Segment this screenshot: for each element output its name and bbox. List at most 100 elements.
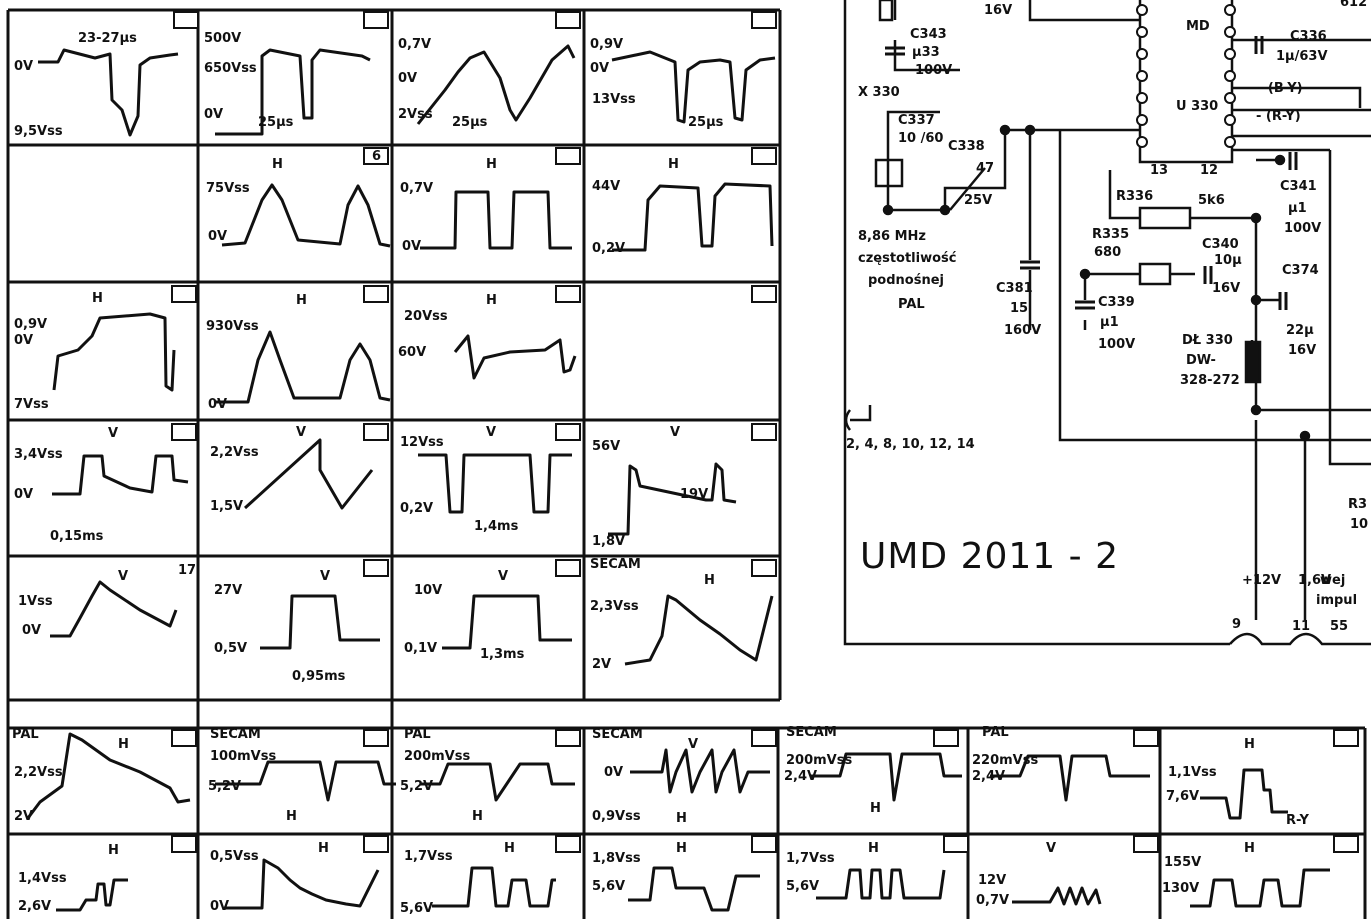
- waveform-label: 7,6V: [1166, 789, 1199, 804]
- panel-number-tab: [751, 423, 777, 441]
- waveform-trace: [453, 334, 577, 380]
- schematic-label: C381: [996, 281, 1033, 296]
- junction-dot: [1250, 404, 1262, 416]
- waveform-label: 0,5V: [214, 641, 247, 656]
- waveform-label: 1Vss: [18, 594, 53, 609]
- schematic-label: 47: [976, 161, 994, 176]
- waveform-label: 5,2V: [208, 779, 241, 794]
- schematic-label: 16V: [1212, 281, 1240, 296]
- panel-number-tab: [173, 11, 199, 29]
- panel-number-tab: [555, 423, 581, 441]
- panel-number-tab: [363, 285, 389, 303]
- waveform-label: 2V: [592, 657, 611, 672]
- waveform-label: SECAM: [590, 557, 641, 572]
- trimmer-c338: [949, 167, 986, 211]
- waveform-label: 2,3Vss: [590, 599, 639, 614]
- waveform-label: 5,2V: [400, 779, 433, 794]
- schematic-label: 100V: [915, 63, 952, 78]
- schematic-label: µ1: [1288, 201, 1307, 216]
- schematic-label: częstotliwość: [858, 251, 957, 266]
- waveform-trace: [38, 48, 179, 137]
- waveform-label: 1,4Vss: [18, 871, 67, 886]
- panel-number-tab: [751, 729, 777, 747]
- waveform-label: 44V: [592, 179, 620, 194]
- waveform-label: 100mVss: [210, 749, 276, 764]
- schematic-label: C336: [1290, 29, 1327, 44]
- schematic-wire: [893, 40, 960, 72]
- waveform-label: 220mVss: [972, 753, 1038, 768]
- waveform-label: 0V: [22, 623, 41, 638]
- capacitor-c374: [1278, 292, 1288, 310]
- schematic-label: C339: [1098, 295, 1135, 310]
- schematic-label: µ33: [912, 45, 940, 60]
- component-top: [878, 0, 894, 22]
- waveform-label: 13Vss: [592, 92, 636, 107]
- waveform-label: 23-27µs: [78, 31, 137, 46]
- junction-dot: [1250, 212, 1262, 224]
- waveform-label: 60V: [398, 345, 426, 360]
- schematic-label: 10 /60: [898, 131, 943, 146]
- ic-pin: [1136, 4, 1148, 16]
- waveform-trace: [26, 732, 191, 819]
- waveform-label: 19V: [680, 487, 708, 502]
- waveform-label: 1,7Vss: [786, 851, 835, 866]
- schematic-label: 10µ: [1214, 253, 1242, 268]
- schematic-label: µ1: [1100, 315, 1119, 330]
- waveform-label: 0,2V: [400, 501, 433, 516]
- panel-number-tab: [363, 559, 389, 577]
- waveform-label: 25µs: [452, 115, 488, 130]
- waveform-trace: [420, 762, 575, 802]
- schematic-label: DŁ 330: [1182, 333, 1233, 348]
- waveform-label: 0,7V: [400, 181, 433, 196]
- waveform-label: 56V: [592, 439, 620, 454]
- junction-dot: [1299, 430, 1311, 442]
- waveform-label: 0,9Vss: [592, 809, 641, 824]
- panel-number-tab: [1133, 835, 1159, 853]
- waveform-label: 0V: [398, 71, 417, 86]
- waveform-label: 2,6V: [18, 899, 51, 914]
- waveform-label: 0V: [14, 333, 33, 348]
- waveform-label: H: [870, 801, 881, 816]
- waveform-trace: [215, 48, 371, 136]
- capacitor-c340: [1203, 266, 1213, 284]
- waveform-label: 12V: [978, 873, 1006, 888]
- panel-number-tab: [171, 285, 197, 303]
- waveform-panels: 23-27µs0V9,5Vss500V650Vss0V25µs0,7V0V2Vs…: [12, 31, 1330, 916]
- schematic-wire: [1190, 216, 1371, 412]
- waveform-trace: [608, 462, 737, 536]
- junction-dot: [1079, 268, 1091, 280]
- waveform-label: H: [504, 841, 515, 856]
- junction-dot: [999, 124, 1011, 136]
- schematic-label: R3: [1348, 497, 1367, 512]
- ic-pin: [1136, 114, 1148, 126]
- schematic-wire: [1058, 130, 1371, 442]
- schematic-label: 160V: [1004, 323, 1041, 338]
- panel-number-tab: [1133, 729, 1159, 747]
- junction-dot: [1250, 294, 1262, 306]
- resistor-r336: [1138, 206, 1192, 230]
- panel-number-tab: [555, 559, 581, 577]
- ic-pin: [1136, 48, 1148, 60]
- waveform-label: 0,7V: [398, 37, 431, 52]
- waveform-trace: [630, 748, 770, 794]
- waveform-trace: [56, 878, 128, 912]
- schematic-wires: [843, 0, 1371, 646]
- waveform-label: V: [670, 425, 680, 440]
- waveform-label: 0V: [14, 487, 33, 502]
- schematic-label: C340: [1202, 237, 1239, 252]
- waveform-label: PAL: [12, 727, 39, 742]
- waveform-trace: [432, 866, 556, 908]
- waveform-label: H: [272, 157, 283, 172]
- ic-pin: [1224, 114, 1236, 126]
